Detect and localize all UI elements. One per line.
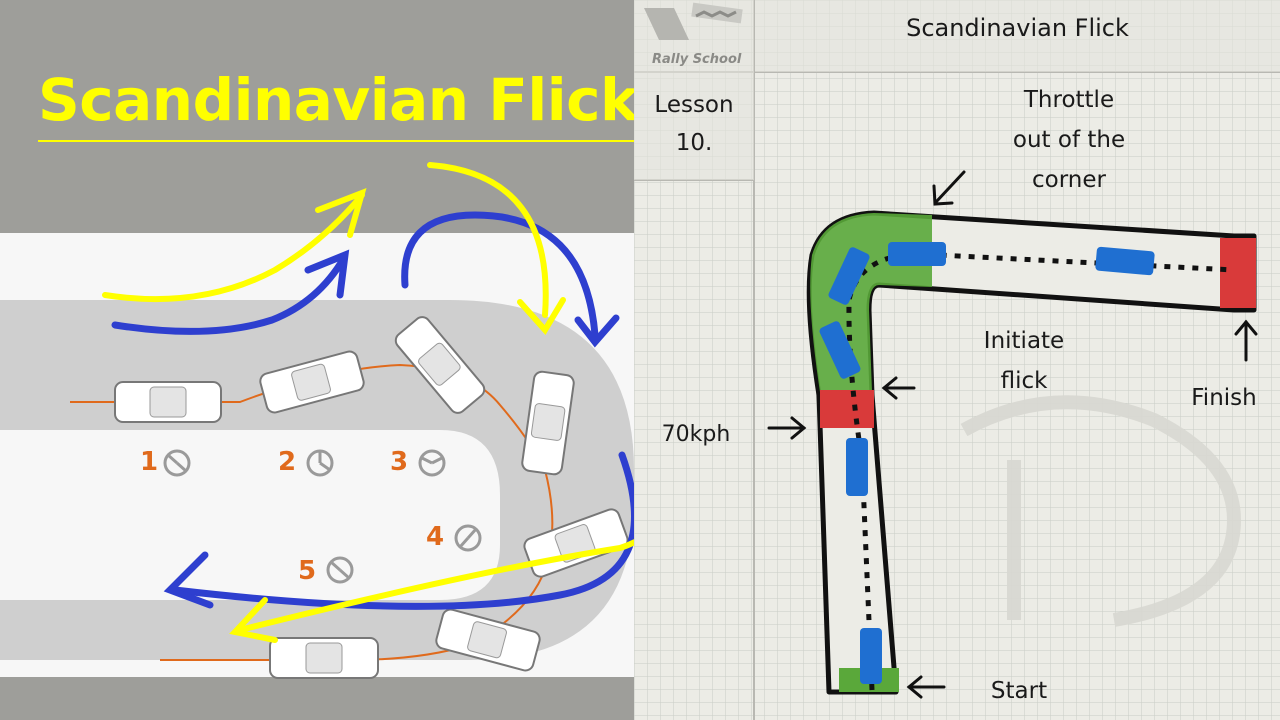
blue-car-exit (888, 242, 946, 266)
arrow-finish-icon (1234, 319, 1258, 362)
flick-diagram (0, 162, 634, 679)
blue-arrow-loop (401, 211, 620, 348)
steering-wheel-icon-1 (163, 449, 191, 477)
step-label-2: 2 (278, 447, 297, 477)
logo-text: Rally School (652, 52, 742, 67)
red-zone-flick (820, 390, 874, 428)
step-label-3: 3 (390, 447, 409, 477)
start-label: Start (990, 678, 1048, 704)
arrow-initiate-icon (881, 376, 916, 400)
step-label-5: 5 (298, 556, 317, 586)
step-label-1: 1 (140, 447, 159, 477)
sheet-header-title: Scandinavian Flick (906, 14, 1129, 42)
initiate-annotation-line-1: Initiate (983, 328, 1065, 354)
car-6 (435, 608, 541, 672)
speed-label: 70kph (661, 422, 731, 447)
step-label-4: 4 (426, 522, 445, 552)
steering-wheel-icon-2 (306, 449, 334, 477)
car-1 (114, 381, 222, 423)
throttle-annotation-line-3: corner (1032, 167, 1106, 193)
initiate-annotation-line-2: flick (1000, 368, 1048, 394)
blue-car-start (860, 628, 882, 684)
red-zone-finish (1220, 238, 1256, 308)
lesson-label: Lesson (654, 92, 734, 118)
yellow-arrow-bottom (229, 538, 634, 643)
lesson-number: 10. (675, 130, 713, 156)
blue-arrow-top (111, 249, 350, 335)
blue-arrow-bottom (163, 451, 634, 610)
banner-underline (38, 140, 634, 142)
throttle-annotation-line-1: Throttle (1023, 87, 1115, 113)
arrow-throttle-icon (932, 170, 966, 206)
lesson-sheet-drawing (634, 0, 1280, 720)
yellow-arrow-top (102, 188, 367, 303)
car-3 (394, 316, 486, 414)
car-2 (259, 350, 365, 414)
rally-school-logo-icon (644, 2, 743, 40)
banner-title: Scandinavian Flick! (38, 66, 634, 134)
steering-wheel-icon-4 (454, 524, 482, 552)
lesson-sheet: Rally School Scandinavian Flick Lesson 1… (634, 0, 1280, 720)
steering-wheel-icon-5 (326, 556, 354, 584)
throttle-annotation-line-2: out of the (1012, 127, 1126, 153)
arrow-speed-icon (767, 416, 807, 440)
arrow-start-icon (906, 675, 946, 699)
flick-diagram-panel: Scandinavian Flick! 1 2 3 4 5 (0, 0, 634, 720)
car-7 (269, 637, 379, 679)
watermark-logo (960, 395, 1242, 627)
steering-wheel-icon-3 (418, 449, 446, 477)
finish-label: Finish (1191, 385, 1257, 411)
blue-car-slide (819, 321, 861, 379)
blue-car-flick (846, 438, 868, 496)
blue-car-corner (828, 247, 870, 305)
blue-car-straight (1095, 246, 1155, 276)
car-4 (521, 370, 575, 476)
yellow-arrow-loop (427, 162, 566, 336)
